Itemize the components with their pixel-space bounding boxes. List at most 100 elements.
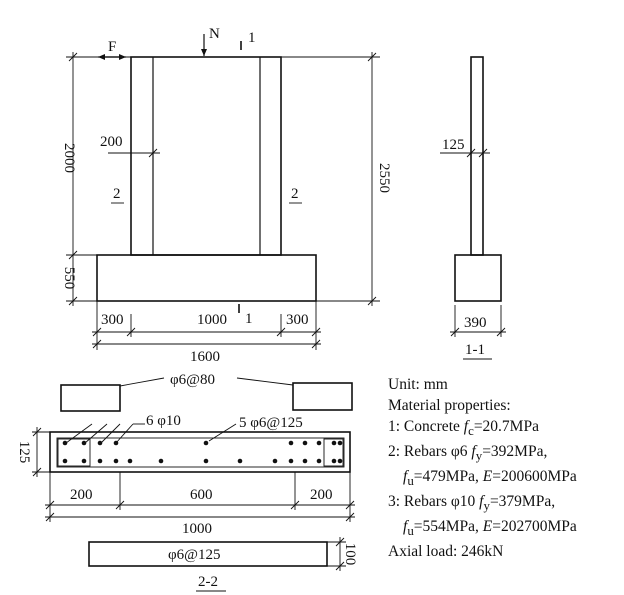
stirrup-detail-right bbox=[292, 382, 353, 411]
rebar6-prefix: 2: Rebars φ6 bbox=[388, 443, 468, 461]
height-tick-top bbox=[68, 52, 78, 62]
section-1-1-view: 125 390 1-1 bbox=[440, 56, 506, 360]
rebar-bar bbox=[97, 440, 103, 446]
base-height-label: 550 bbox=[61, 267, 77, 290]
concrete-prefix: 1: Concrete bbox=[388, 418, 460, 435]
rebar-dots bbox=[62, 440, 343, 464]
notes-panel: Unit: mm Material properties: 1: Concret… bbox=[388, 374, 624, 562]
rebar10-E-value: =202700MPa bbox=[492, 518, 577, 536]
width-tick-c bbox=[276, 327, 286, 337]
width-tick-a bbox=[92, 327, 102, 337]
section-cut-bottom-label: 1 bbox=[245, 311, 253, 327]
width-total-tick-a bbox=[92, 339, 102, 349]
concrete-value: =20.7MPa bbox=[473, 418, 539, 435]
rebar-bar bbox=[62, 458, 68, 464]
rebar6-E-value: =200600MPa bbox=[492, 468, 577, 486]
bar-leader-2 bbox=[84, 423, 108, 444]
wall-width-label: 1000 bbox=[197, 312, 227, 328]
height-tick-mid bbox=[68, 250, 78, 260]
rebar-bar bbox=[331, 458, 337, 464]
section-1-1-column bbox=[470, 56, 484, 256]
total-height-tick-top bbox=[367, 52, 377, 62]
section-1-1-base bbox=[454, 254, 502, 302]
rebar6-fu-symbol: f bbox=[403, 468, 408, 486]
bar-leader-3 bbox=[100, 423, 121, 444]
base-total-width-label: 1600 bbox=[190, 349, 220, 365]
rebar-bar bbox=[272, 458, 278, 464]
rebar10-fu-symbol: f bbox=[403, 518, 408, 536]
rebar-bar bbox=[302, 440, 308, 446]
inner-stirrup-zone bbox=[56, 437, 345, 468]
depth-tick-bot bbox=[32, 467, 42, 477]
rebar-bar bbox=[113, 458, 119, 464]
lateral-load-label: F bbox=[108, 39, 116, 55]
stirrup-leader-left bbox=[119, 377, 165, 387]
height-tick-bot bbox=[68, 296, 78, 306]
boundary-tie-right bbox=[323, 438, 344, 467]
rebar10-fy-subscript: y bbox=[483, 498, 490, 514]
section-total-tick-a bbox=[45, 512, 55, 522]
rebar-bar bbox=[127, 458, 133, 464]
rebar-bar bbox=[81, 458, 87, 464]
rebar-bar bbox=[81, 440, 87, 446]
rebar10-fy-value: =379MPa, bbox=[489, 493, 556, 511]
rebar6-line-2: fu=479MPa, E=200600MPa bbox=[388, 466, 624, 491]
section-total-length-label: 1000 bbox=[182, 521, 212, 537]
section-tick-a bbox=[45, 500, 55, 510]
total-height-label: 2550 bbox=[376, 163, 392, 193]
rebar10-fu-value: =554MPa, bbox=[413, 518, 479, 536]
rebar10-line-2: fu=554MPa, E=202700MPa bbox=[388, 516, 624, 541]
column-height-label: 2000 bbox=[61, 143, 77, 173]
stirrup-spacing-label: φ6@80 bbox=[170, 372, 215, 388]
bar-depth-label: 100 bbox=[342, 543, 358, 566]
bar-depth-tick-bot bbox=[335, 561, 345, 571]
section-2-2-title: 2-2 bbox=[198, 574, 218, 590]
base-left-overhang-label: 300 bbox=[101, 312, 124, 328]
wall-cross-section bbox=[49, 431, 351, 473]
rebar-bar bbox=[97, 458, 103, 464]
rebar-bar bbox=[288, 440, 294, 446]
boundary-length-right-label: 200 bbox=[310, 487, 333, 503]
width-tick-b bbox=[126, 327, 136, 337]
rebar-bar bbox=[237, 458, 243, 464]
boundary-bars-label: 6 φ10 bbox=[146, 413, 181, 429]
section-2-label-right: 2 bbox=[291, 186, 299, 202]
rebar6-E-symbol: E bbox=[482, 468, 493, 486]
section-2-label-left: 2 bbox=[113, 186, 121, 202]
base-width-tick-b bbox=[496, 327, 506, 337]
rebar-bar bbox=[331, 440, 337, 446]
bar-leader-4 bbox=[115, 423, 134, 444]
section-tick-d bbox=[345, 500, 355, 510]
concrete-subscript: c bbox=[468, 423, 474, 439]
base-width-label: 390 bbox=[464, 315, 487, 331]
boundary-tie-left bbox=[57, 438, 91, 467]
width-tick-d bbox=[311, 327, 321, 337]
rebar-bar bbox=[158, 458, 164, 464]
horizontal-bar-label: φ6@125 bbox=[168, 547, 220, 563]
section-cut-top-label: 1 bbox=[248, 30, 256, 46]
rebar6-fu-value: =479MPa, bbox=[413, 468, 479, 486]
thickness-tick-b bbox=[478, 148, 488, 158]
rebar10-E-symbol: E bbox=[482, 518, 493, 536]
elevation-view: N F 1 1 2 2 200 2000 550 255 bbox=[61, 26, 392, 365]
depth-tick-top bbox=[32, 427, 42, 437]
rebar-bar bbox=[203, 440, 209, 446]
rebar10-prefix: 3: Rebars φ10 bbox=[388, 493, 476, 511]
rebar10-fu-subscript: u bbox=[407, 523, 414, 539]
rebar-bar bbox=[337, 458, 343, 464]
unit-note: Unit: mm bbox=[388, 376, 448, 393]
boundary-length-left-label: 200 bbox=[70, 487, 93, 503]
section-tick-b bbox=[115, 500, 125, 510]
rebar-bar bbox=[337, 440, 343, 446]
rebar10-line-1: 3: Rebars φ10 fy=379MPa, bbox=[388, 491, 624, 516]
column-thickness-label: 125 bbox=[442, 137, 465, 153]
horizontal-bar-detail bbox=[88, 541, 328, 567]
foundation-base bbox=[96, 254, 317, 302]
base-right-overhang-label: 300 bbox=[286, 312, 309, 328]
rebar6-fu-subscript: u bbox=[407, 473, 414, 489]
concrete-line: 1: Concrete fc=20.7MPa bbox=[388, 416, 624, 441]
section-1-1-title: 1-1 bbox=[465, 342, 485, 358]
rebar10-fy-symbol: f bbox=[479, 493, 484, 511]
rebar-bar bbox=[316, 458, 322, 464]
